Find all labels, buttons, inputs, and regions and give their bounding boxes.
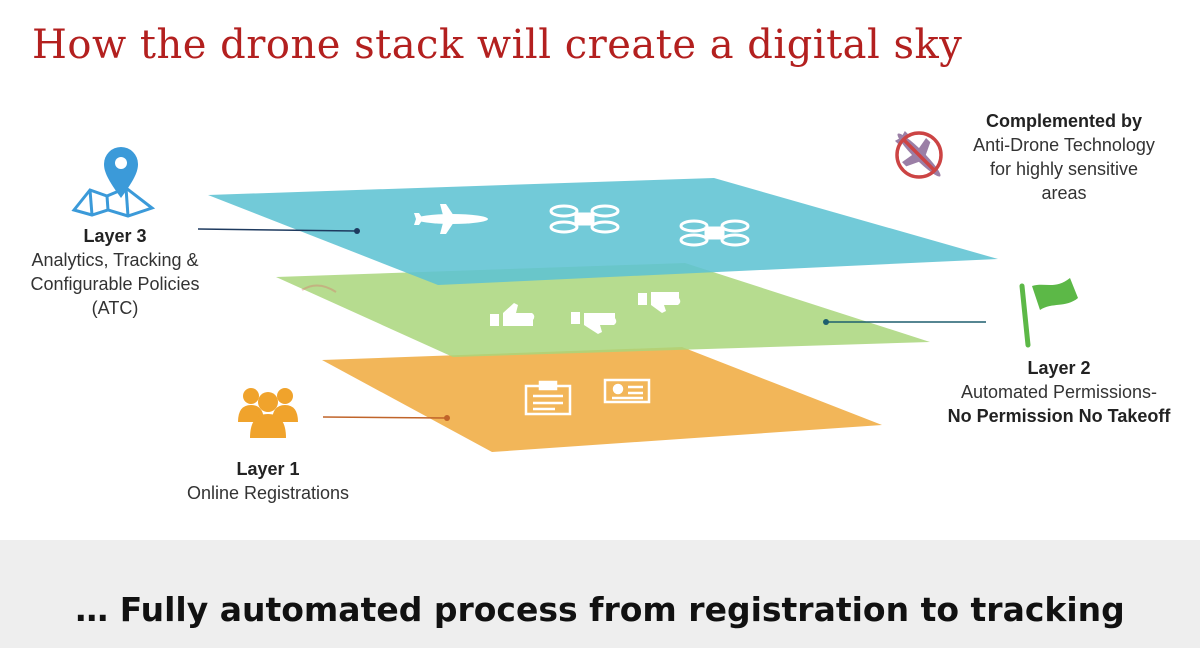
- layer2-heading: Layer 2: [1027, 358, 1091, 378]
- quadcopter-icon: [679, 219, 750, 247]
- clipboard-icon: [524, 380, 572, 416]
- anti-drone-icon: [894, 130, 943, 179]
- complement-label: Complemented by Anti-Drone Technology fo…: [954, 109, 1174, 205]
- layer2-label: Layer 2 Automated Permissions- No Permis…: [930, 356, 1188, 428]
- footer-band: [0, 540, 1200, 648]
- thumbs-up-icon: [571, 312, 617, 334]
- layer3-line2: Configurable Policies: [30, 274, 200, 294]
- layer2-line2: No Permission No Takeoff: [947, 406, 1171, 426]
- layer2-line1: Automated Permissions-: [960, 382, 1158, 402]
- faint-mark: [301, 284, 337, 293]
- page-title: How the drone stack will create a digita…: [32, 22, 963, 68]
- complement-line2: for highly sensitive: [989, 159, 1139, 179]
- layer2-connector: [823, 319, 986, 325]
- layer1-label: Layer 1 Online Registrations: [160, 457, 376, 505]
- footer-text: … Fully automated process from registrat…: [75, 590, 1125, 629]
- airplane-icon: [414, 204, 488, 234]
- layer1-connector: [322, 415, 450, 421]
- layer3-connector: [197, 228, 360, 234]
- flag-icon: [1019, 278, 1078, 348]
- thumbs-down-icon: [638, 292, 681, 313]
- drone-stack-diagram: [71, 130, 1078, 452]
- layer3-line3: (ATC): [91, 298, 139, 318]
- complement-line3: areas: [1041, 183, 1087, 203]
- layer3-heading: Layer 3: [83, 226, 147, 246]
- complement-heading: Complemented by: [985, 111, 1143, 131]
- layer3-label: Layer 3 Analytics, Tracking & Configurab…: [10, 224, 220, 320]
- quadcopter-icon: [549, 204, 620, 234]
- thumbs-up-icon: [490, 303, 535, 326]
- complement-line1: Anti-Drone Technology: [973, 135, 1155, 155]
- map-pin-icon: [71, 147, 156, 218]
- layer1-line1: Online Registrations: [186, 483, 350, 503]
- people-icon: [238, 388, 298, 438]
- id-card-icon: [603, 378, 651, 404]
- layer2-plane: [276, 263, 930, 357]
- layer1-plane: [322, 347, 882, 452]
- layer3-line1: Analytics, Tracking &: [31, 250, 199, 270]
- layer1-heading: Layer 1: [236, 459, 300, 479]
